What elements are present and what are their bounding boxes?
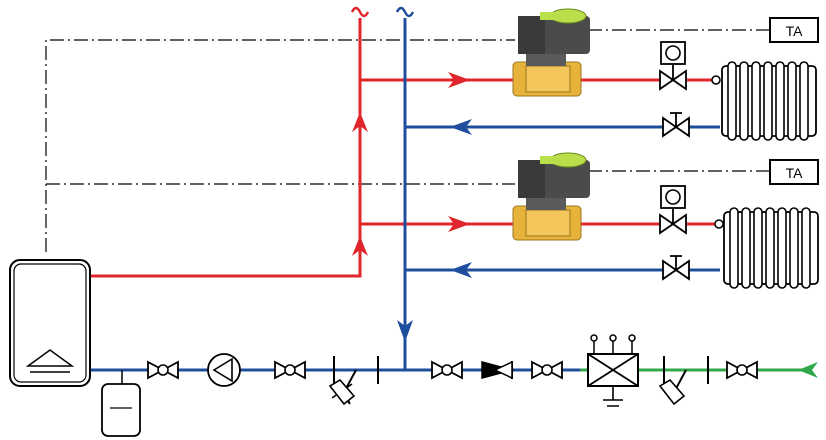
supply-riser-lower — [90, 110, 362, 278]
return-arrows — [397, 119, 472, 342]
inlet-arrow — [798, 362, 818, 378]
thermostat-label-upper: TA — [786, 23, 804, 39]
ball-valve-5 — [726, 360, 758, 380]
burner-icon — [25, 349, 75, 367]
boiler — [9, 259, 91, 387]
supply-continuation-icon — [350, 6, 370, 18]
supply-arrow-up-upper — [352, 112, 368, 132]
thermostatic-valve-upper — [659, 41, 687, 91]
expansion-vessel — [101, 370, 141, 437]
y-strainer-1 — [328, 356, 379, 406]
circulation-pump — [207, 353, 241, 387]
motorized-zone-valve-upper — [512, 8, 590, 97]
radiator-lower — [714, 207, 819, 289]
ball-valve-4 — [531, 360, 563, 380]
control-line-upper-boiler — [45, 39, 515, 252]
ball-valve-2 — [274, 360, 306, 380]
pressure-reducing-valve — [587, 334, 639, 407]
check-valve — [481, 360, 515, 380]
supply-arrow-right-lower — [448, 216, 470, 232]
room-thermostat-lower: TA — [769, 159, 819, 185]
return-pipes — [90, 18, 720, 372]
thermostatic-valve-lower — [659, 185, 687, 235]
thermostat-label-lower: TA — [786, 165, 804, 181]
motorized-zone-valve-lower — [512, 152, 590, 241]
lockshield-valve-upper — [662, 112, 690, 138]
lockshield-valve-lower — [662, 255, 690, 281]
supply-arrow-right-upper — [448, 72, 470, 88]
return-continuation-icon — [395, 6, 415, 18]
return-arrow-left-lower — [450, 262, 472, 278]
return-arrow-down — [397, 320, 413, 342]
supply-pipes — [90, 18, 716, 278]
y-strainer-2 — [658, 356, 709, 406]
room-thermostat-upper: TA — [769, 17, 819, 43]
ball-valve-3 — [431, 360, 463, 380]
control-lines — [45, 29, 770, 252]
return-arrow-left-upper — [450, 119, 472, 135]
supply-arrow-up-lower — [352, 236, 368, 256]
supply-arrows — [352, 72, 470, 256]
radiator-upper — [711, 61, 817, 141]
ball-valve-1 — [147, 360, 179, 380]
